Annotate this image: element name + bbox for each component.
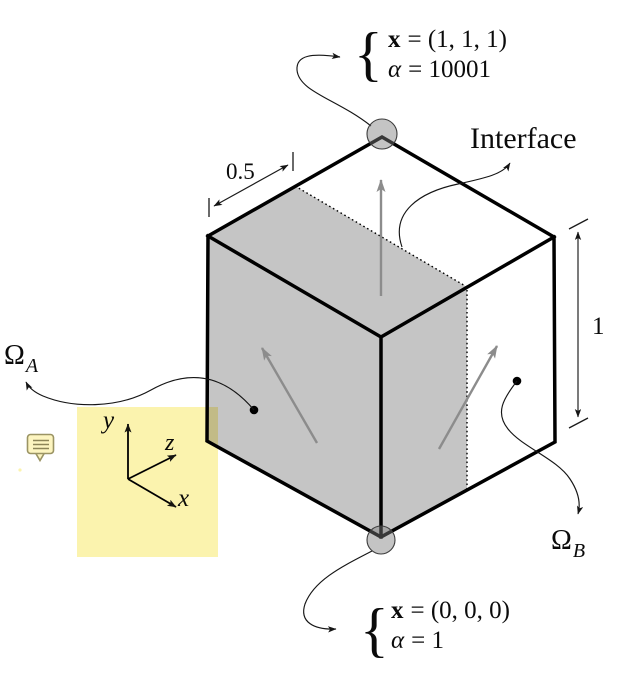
highlight-annotation[interactable] (77, 407, 218, 557)
vector-symbol: x (388, 26, 401, 53)
width-dimension-ticks (208, 152, 294, 217)
omega-b-subscript: B (573, 540, 585, 562)
height-dimension-ticks (568, 218, 589, 429)
cube-edges (205, 134, 557, 539)
omega-a-base: Ω (4, 340, 25, 371)
bottom-annotation-line2: α= 1 (391, 627, 444, 654)
vector-value: = (1, 1, 1) (408, 26, 508, 53)
vertex-marker-bottom (366, 525, 396, 555)
leader-omega-a-arrow (25, 377, 255, 411)
omega-a-label: ΩA (4, 340, 39, 377)
alpha-value: = 10001 (408, 56, 491, 83)
bottom-annotation-brace: { (360, 597, 389, 663)
top-annotation-line1: x = (1, 1, 1) (388, 26, 507, 53)
height-dimension: 1 (568, 218, 605, 429)
direction-arrows (260, 179, 499, 450)
alpha-value: = 1 (411, 627, 444, 654)
leader-omega-b-arrow (500, 380, 584, 515)
right-face-gray-region (381, 287, 467, 537)
vertex-marker-top (366, 118, 398, 150)
omega-a-subscript: A (24, 355, 39, 377)
comment-annotation-icon[interactable] (26, 433, 55, 463)
width-dimension-label: 0.5 (226, 159, 255, 184)
normal-arrow-left-face (260, 347, 319, 444)
top-annotation-brace: { (354, 21, 383, 87)
top-face-gray-region (208, 186, 467, 337)
bottom-vertex-annotation: { x = (0, 0, 0) α= 1 (360, 597, 510, 663)
leader-interface-arrow (398, 162, 511, 248)
vector-value: = (0, 0, 0) (411, 597, 511, 624)
leader-bottom-vertex-arrow (303, 550, 373, 633)
alpha-symbol: α (388, 56, 402, 83)
width-dimension: 0.5 (208, 152, 294, 217)
leader-top-vertex-arrow (296, 52, 372, 127)
alpha-symbol: α (391, 627, 405, 654)
width-dimension-arrow (213, 164, 289, 207)
highlight-speck (18, 468, 22, 472)
left-face (207, 236, 381, 537)
omega-b-label: ΩB (551, 525, 585, 562)
bottom-annotation-line1: x = (0, 0, 0) (391, 597, 510, 624)
omega-b-base: Ω (551, 525, 572, 556)
comment-bubble-text-lines (33, 439, 49, 450)
height-dimension-label: 1 (592, 313, 605, 340)
interface-label: Interface (470, 122, 577, 155)
top-annotation-line2: α= 10001 (388, 56, 491, 83)
top-vertex-annotation: { x = (1, 1, 1) α= 10001 (354, 21, 507, 87)
vector-symbol: x (391, 597, 404, 624)
normal-arrow-right-face (437, 345, 499, 450)
